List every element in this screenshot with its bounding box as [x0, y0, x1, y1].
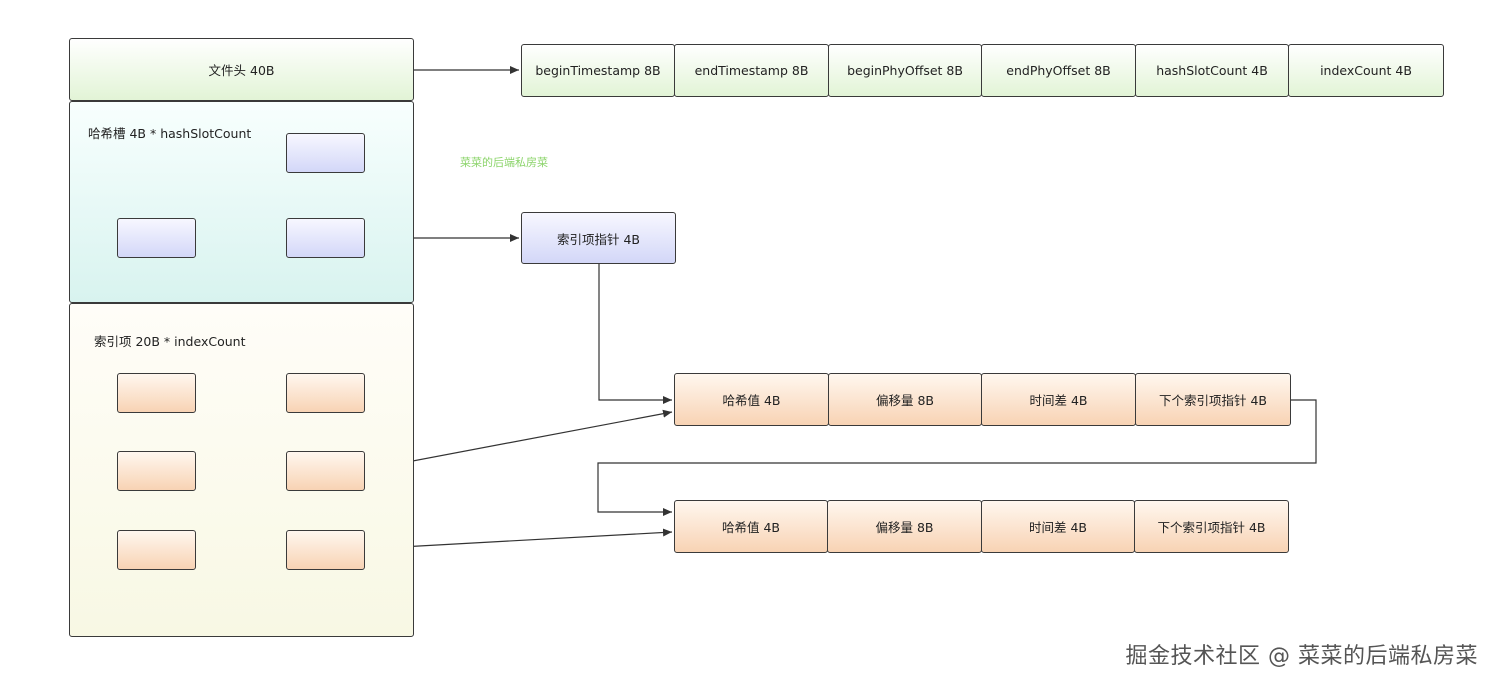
watermark-small: 菜菜的后端私房菜 [460, 156, 548, 169]
entry-field-label: 时间差 4B [1028, 520, 1087, 535]
file-header-box: 文件头 40B [69, 38, 414, 101]
index-pointer-label: 索引项指针 4B [556, 231, 640, 247]
file-header-label: 文件头 40B [208, 63, 275, 78]
entry2-hash-field: 哈希值 4B [674, 500, 828, 553]
entry1-hash-field: 哈希值 4B [674, 373, 829, 426]
header-field-label: indexCount 4B [1320, 63, 1412, 78]
index-item-cell [117, 530, 196, 570]
watermark: 掘金技术社区 @ 菜菜的后端私房菜 [1125, 644, 1478, 669]
entry1-time-diff-field: 时间差 4B [981, 373, 1136, 426]
hash-slot-cell [117, 218, 196, 258]
entry2-offset-field: 偏移量 8B [827, 500, 982, 553]
header-field-label: hashSlotCount 4B [1156, 63, 1268, 78]
entry-field-label: 下个索引项指针 4B [1157, 520, 1266, 535]
header-field-label: endPhyOffset 8B [1006, 63, 1111, 78]
entry-field-label: 哈希值 4B [722, 393, 781, 408]
index-item-cell [117, 451, 196, 491]
index-item-cell [286, 530, 365, 570]
header-field-begin-timestamp: beginTimestamp 8B [521, 44, 675, 97]
entry-field-label: 哈希值 4B [721, 520, 780, 535]
hash-slot-label: 哈希槽 4B * hashSlotCount [88, 126, 252, 141]
header-field-label: beginPhyOffset 8B [847, 63, 963, 78]
header-field-begin-phy-offset: beginPhyOffset 8B [828, 44, 982, 97]
entry-field-label: 偏移量 8B [875, 393, 934, 408]
header-field-label: endTimestamp 8B [694, 63, 809, 78]
index-item-cell [286, 451, 365, 491]
next-pointer-arrow [597, 399, 1317, 516]
hash-slot-cell [286, 218, 365, 258]
header-field-end-timestamp: endTimestamp 8B [674, 44, 829, 97]
index-item-cell [117, 373, 196, 413]
entry-field-label: 偏移量 8B [875, 520, 934, 535]
entry2-next-pointer-field: 下个索引项指针 4B [1134, 500, 1289, 553]
header-field-label: beginTimestamp 8B [535, 63, 661, 78]
entry-field-label: 时间差 4B [1029, 393, 1088, 408]
index-item-cell [286, 373, 365, 413]
item-to-entry1-arrow [364, 409, 673, 471]
item-to-entry2-arrow [364, 528, 673, 550]
index-pointer-box: 索引项指针 4B [521, 212, 676, 264]
entry-field-label: 下个索引项指针 4B [1158, 393, 1267, 408]
hash-slot-cell [286, 133, 365, 173]
header-field-hash-slot-count: hashSlotCount 4B [1135, 44, 1289, 97]
entry1-next-pointer-field: 下个索引项指针 4B [1135, 373, 1291, 426]
header-field-end-phy-offset: endPhyOffset 8B [981, 44, 1136, 97]
header-field-index-count: indexCount 4B [1288, 44, 1444, 97]
entry2-time-diff-field: 时间差 4B [981, 500, 1135, 553]
pointer-to-entry-arrow [598, 264, 672, 404]
entry1-offset-field: 偏移量 8B [828, 373, 982, 426]
index-item-label: 索引项 20B * indexCount [94, 334, 246, 349]
